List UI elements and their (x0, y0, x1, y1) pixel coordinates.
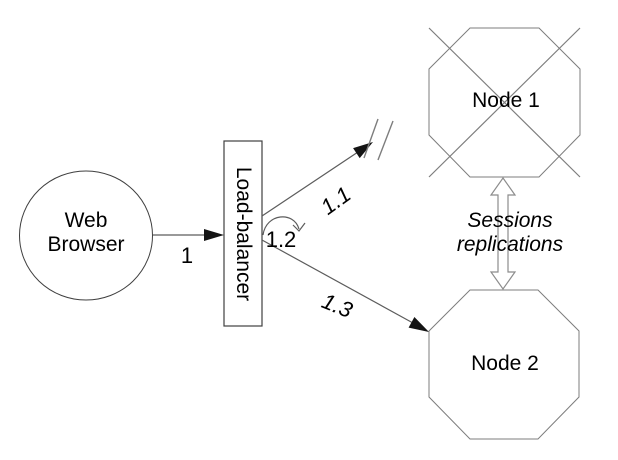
edge-1-2-label: 1.2 (265, 227, 297, 252)
arrow-1-3-line (261, 239, 414, 324)
web-browser-label: Web Browser (47, 209, 124, 257)
web-browser-shape (19, 170, 153, 301)
node-1-label: Node 1 (472, 89, 540, 112)
arrow-1-1-line (261, 151, 359, 217)
session-replication-label-line1: Sessions (467, 209, 553, 232)
node-2-shape (428, 289, 580, 440)
node-2-label: Node 2 (471, 352, 539, 375)
connection-break-icon (363, 118, 379, 159)
session-replication-label: Sessions replications (457, 209, 563, 257)
load-balancer-label: Load-balancer (232, 166, 255, 302)
connection-break-icon (377, 120, 394, 161)
arrow-1-1-head-icon (353, 142, 373, 159)
web-browser-label-line1: Web (64, 209, 108, 232)
node-1-failure-cross-icon (428, 27, 581, 178)
edge-1-label: 1 (180, 243, 194, 268)
arrow-1-head-icon (204, 229, 224, 241)
arrow-1-2-loop (262, 216, 300, 236)
load-balancer-shape (223, 140, 263, 327)
web-browser-label-line2: Browser (47, 233, 125, 256)
arrow-1-3-head-icon (408, 317, 429, 332)
arrow-1-2-head-icon (292, 222, 306, 232)
session-replication-arrow (489, 176, 517, 291)
session-replication-label-line2: replications (456, 233, 564, 256)
